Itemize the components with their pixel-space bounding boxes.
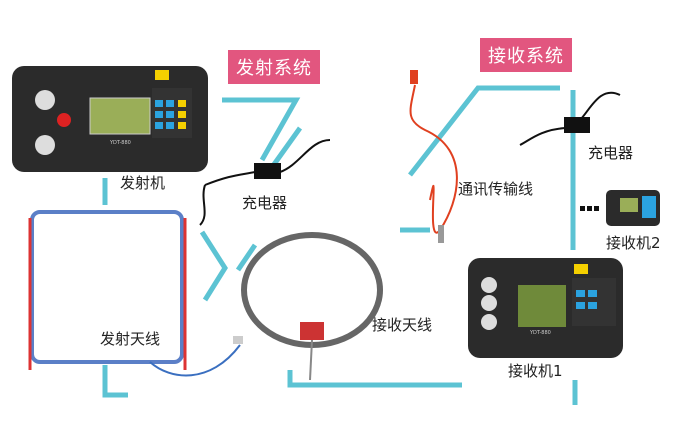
transmitter-label: 发射机 bbox=[120, 174, 166, 192]
communication-cable bbox=[409, 70, 458, 243]
transmitter-model: YDT-880 bbox=[110, 140, 131, 146]
receiver2-label: 接收机2 bbox=[606, 234, 661, 252]
receive-system-title: 接收系统 bbox=[480, 38, 572, 72]
receive-antenna bbox=[241, 232, 383, 381]
transmit-antenna bbox=[28, 210, 243, 377]
transmit-antenna-label: 发射天线 bbox=[100, 330, 161, 348]
receive-charger-label: 充电器 bbox=[588, 144, 634, 162]
receiver2-device bbox=[580, 190, 660, 226]
receive-antenna-label: 接收天线 bbox=[372, 316, 433, 334]
receiver1-label: 接收机1 bbox=[508, 362, 563, 380]
receiver1-model: YDT-880 bbox=[530, 330, 551, 336]
transmitter-charger bbox=[199, 139, 331, 226]
transmit-system-title: 发射系统 bbox=[228, 50, 320, 84]
connector-lines bbox=[102, 85, 578, 405]
receiver-charger bbox=[519, 91, 621, 146]
receiver1-device bbox=[468, 258, 623, 358]
cable-label: 通讯传输线 bbox=[458, 180, 534, 198]
transmitter-device bbox=[12, 66, 208, 172]
transmit-charger-label: 充电器 bbox=[242, 194, 288, 212]
